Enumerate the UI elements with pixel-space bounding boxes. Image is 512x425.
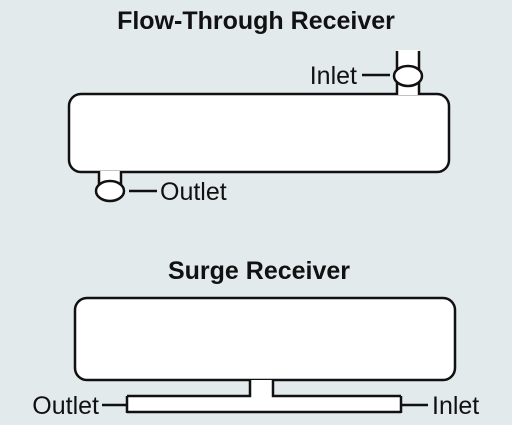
- flow-through-inlet-label: Inlet: [310, 62, 357, 90]
- flow-through-outlet-label: Outlet: [160, 178, 227, 206]
- surge-manifold: [75, 380, 455, 414]
- surge-outlet-label: Outlet: [32, 392, 99, 420]
- surge-inlet-label: Inlet: [432, 392, 479, 420]
- flow-through-receiver: Flow-Through Receiver Inlet Outlet: [67, 7, 451, 206]
- flow-through-tank: [67, 92, 451, 174]
- flow-through-outlet-fitting: [94, 171, 157, 203]
- surge-tank: [73, 296, 457, 382]
- flow-through-outlet-valve: [94, 179, 126, 203]
- surge-receiver: Surge Receiver Outlet Inlet: [32, 257, 479, 420]
- flow-through-inlet-fitting: [362, 50, 424, 95]
- surge-title: Surge Receiver: [168, 257, 350, 285]
- flow-through-inlet-valve: [392, 64, 424, 88]
- flow-through-title: Flow-Through Receiver: [117, 7, 395, 35]
